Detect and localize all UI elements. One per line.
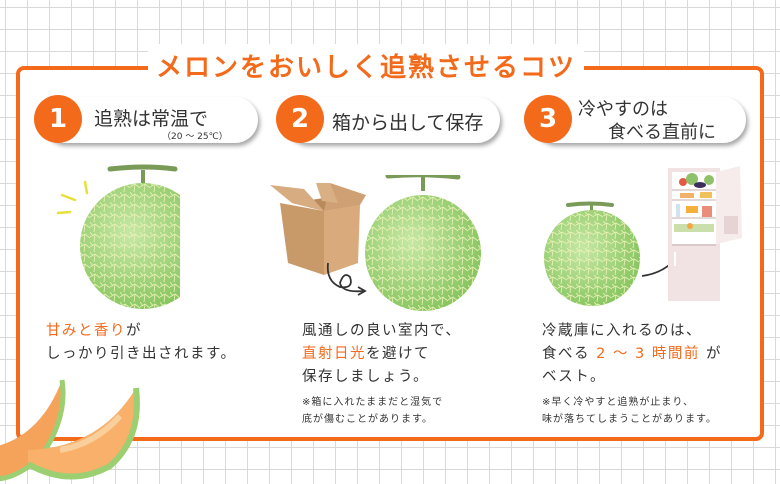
step-3-note-line1: ※早く冷やすと追熟が止まり、: [542, 397, 694, 408]
step-3-description: 冷蔵庫に入れるのは、 食べる 2 ～ 3 時間前 が ベスト。: [542, 320, 722, 389]
step-1-label: 追熟は常温で: [94, 108, 209, 130]
step-2-text-line3: 保存しましょう。: [302, 369, 430, 385]
step-1-text-line1: が: [126, 323, 142, 339]
title-container: メロンをおいしく追熟させるコツ: [148, 44, 585, 86]
step-1-temperature: （20 ～ 25℃）: [162, 132, 228, 142]
step-3-label-line1: 冷やすのは: [578, 99, 668, 120]
melon-slices-illustration: [0, 379, 140, 482]
step-1-description: 甘みと香りが しっかり引き出されます。: [46, 320, 237, 366]
step-3-text-line2-rest: が: [699, 346, 722, 362]
step-2-header: 2 箱から出して保存: [276, 95, 500, 143]
cardboard-box-icon: [270, 183, 366, 275]
step-1-text-line2: しっかり引き出されます。: [46, 346, 237, 362]
step-2-text-line2: を避けて: [366, 346, 430, 362]
melon-sparkle-illustration: [56, 164, 180, 309]
step-3-highlight: 2 ～ 3 時間前: [596, 346, 700, 362]
melon-to-fridge-illustration: [544, 166, 742, 306]
step-2-label: 箱から出して保存: [332, 112, 484, 134]
step-3-text-line3: ベスト。: [542, 369, 606, 385]
page-title: メロンをおいしく追熟させるコツ: [156, 52, 577, 83]
refrigerator-icon: [668, 166, 742, 301]
step-2-note-line2: 底が傷むことがあります。: [302, 414, 433, 425]
step-2-note: ※箱に入れたままだと湿気で 底が傷むことがあります。: [302, 394, 443, 428]
step-2-number: 2: [276, 95, 324, 143]
step-3-text-line2-pre: 食べる: [542, 346, 597, 362]
step-1-header: 1 追熟は常温で （20 ～ 25℃）: [34, 95, 258, 143]
step-3-note-line2: 味が落ちてしまうことがあります。: [542, 414, 717, 425]
curly-arrow-icon: [326, 262, 367, 296]
step-2-note-line1: ※箱に入れたままだと湿気で: [302, 397, 444, 408]
step-3-header: 3 冷やすのは 食べる直前に: [524, 95, 746, 143]
step-1-number: 1: [34, 95, 82, 143]
step-3-text-line1: 冷蔵庫に入れるのは、: [542, 323, 702, 339]
sparkle-icon: [56, 180, 89, 215]
step-2-highlight: 直射日光: [302, 346, 366, 362]
box-to-melon-illustration: [270, 175, 481, 311]
step-3-number: 3: [524, 95, 572, 143]
step-1-highlight: 甘みと香り: [46, 323, 126, 339]
melon-slice-icon: [26, 387, 140, 480]
step-3-note: ※早く冷やすと追熟が止まり、 味が落ちてしまうことがあります。: [542, 394, 717, 428]
step-3-label-line2: 食べる直前に: [608, 122, 716, 143]
step-2-description: 風通しの良い室内で、 直射日光を避けて 保存しましょう。: [302, 320, 461, 389]
step-2-text-line1: 風通しの良い室内で、: [302, 323, 462, 339]
